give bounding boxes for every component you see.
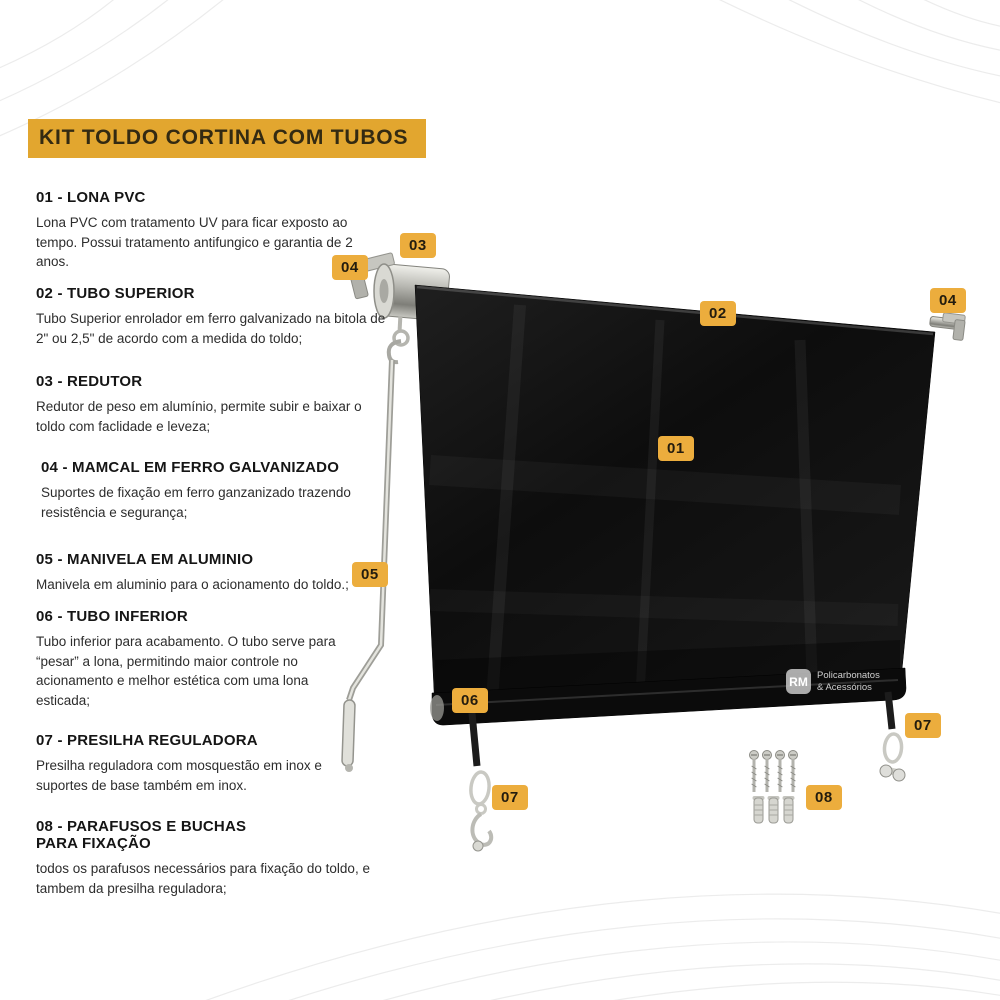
part-description-06: Tubo inferior para acabamento. O tubo se… bbox=[36, 634, 336, 708]
part-heading-05: 05 - MANIVELA EM ALUMINIO bbox=[36, 551, 254, 568]
part-badge-01: 01 bbox=[658, 436, 694, 461]
presilha-direita bbox=[879, 691, 906, 782]
part-badge-06: 06 bbox=[452, 688, 488, 713]
part-badge-04-right: 04 bbox=[930, 288, 966, 313]
part-description-01: Lona PVC com tratamento UV para ficar ex… bbox=[36, 215, 353, 270]
part-description-02: Tubo Superior enrolador em ferro galvani… bbox=[36, 311, 386, 346]
title-banner: KIT TOLDO CORTINA COM TUBOS bbox=[28, 119, 427, 158]
page-title: KIT TOLDO CORTINA COM TUBOS bbox=[39, 126, 409, 149]
part-section-03: 03 - REDUTOR Redutor de peso em alumínio… bbox=[36, 373, 388, 436]
part-section-07: 07 - PRESILHA REGULADORA Presilha regula… bbox=[36, 732, 366, 795]
part-section-05: 05 - MANIVELA EM ALUMINIO Manivela em al… bbox=[36, 551, 388, 595]
part-section-08: 08 - PARAFUSOS E BUCHAS PARA FIXAÇÃO tod… bbox=[36, 818, 388, 898]
part-badge-07-right: 07 bbox=[905, 713, 941, 738]
part-heading-08: 08 - PARAFUSOS E BUCHAS PARA FIXAÇÃO bbox=[36, 818, 247, 852]
brand-logo-mark: RM bbox=[786, 669, 811, 694]
screw-icon bbox=[749, 750, 759, 792]
part-badge-03: 03 bbox=[400, 233, 436, 258]
lona-pvc bbox=[414, 284, 936, 713]
screw-icon bbox=[788, 750, 798, 792]
part-description-07: Presilha reguladora com mosquestão em in… bbox=[36, 758, 322, 793]
part-heading-01: 01 - LONA PVC bbox=[36, 189, 146, 206]
part-badge-08: 08 bbox=[806, 785, 842, 810]
part-badge-07-left: 07 bbox=[492, 785, 528, 810]
part-heading-02: 02 - TUBO SUPERIOR bbox=[36, 285, 195, 302]
part-section-06: 06 - TUBO INFERIOR Tubo inferior para ac… bbox=[36, 608, 366, 710]
part-heading-03: 03 - REDUTOR bbox=[36, 373, 143, 390]
manivela bbox=[341, 339, 402, 772]
part-section-04: 04 - MAMCAL EM FERRO GALVANIZADO Suporte… bbox=[41, 459, 381, 522]
wall-anchor-icon bbox=[752, 796, 765, 824]
redutor bbox=[373, 263, 410, 347]
part-heading-04: 04 - MAMCAL EM FERRO GALVANIZADO bbox=[41, 459, 340, 476]
mancal-direito bbox=[942, 312, 966, 341]
part-description-08: todos os parafusos necessários para fixa… bbox=[36, 861, 370, 896]
part-description-03: Redutor de peso em alumínio, permite sub… bbox=[36, 399, 362, 434]
part-badge-05: 05 bbox=[352, 562, 388, 587]
brand-name-line2: & Acessórios bbox=[817, 681, 872, 693]
wall-anchor-icon bbox=[767, 796, 780, 824]
screw-icon bbox=[762, 750, 772, 792]
brand-logo-text: Policarbonatos & Acessórios bbox=[817, 670, 880, 693]
part-heading-06: 06 - TUBO INFERIOR bbox=[36, 608, 188, 625]
presilha-esquerda bbox=[468, 712, 494, 852]
part-section-01: 01 - LONA PVC Lona PVC com tratamento UV… bbox=[36, 189, 388, 272]
part-badge-02: 02 bbox=[700, 301, 736, 326]
brand-name-line1: Policarbonatos bbox=[817, 670, 880, 682]
part-section-02: 02 - TUBO SUPERIOR Tubo Superior enrolad… bbox=[36, 285, 388, 348]
part-badge-04-left: 04 bbox=[332, 255, 368, 280]
parafusos-e-buchas bbox=[749, 750, 798, 824]
screw-icon bbox=[775, 750, 785, 792]
part-heading-07: 07 - PRESILHA REGULADORA bbox=[36, 732, 258, 749]
wall-anchor-icon bbox=[782, 796, 795, 824]
part-description-05: Manivela em aluminio para o acionamento … bbox=[36, 577, 349, 592]
part-description-04: Suportes de fixação em ferro ganzanizado… bbox=[41, 485, 351, 520]
brand-logo: RM Policarbonatos & Acessórios bbox=[786, 669, 880, 694]
